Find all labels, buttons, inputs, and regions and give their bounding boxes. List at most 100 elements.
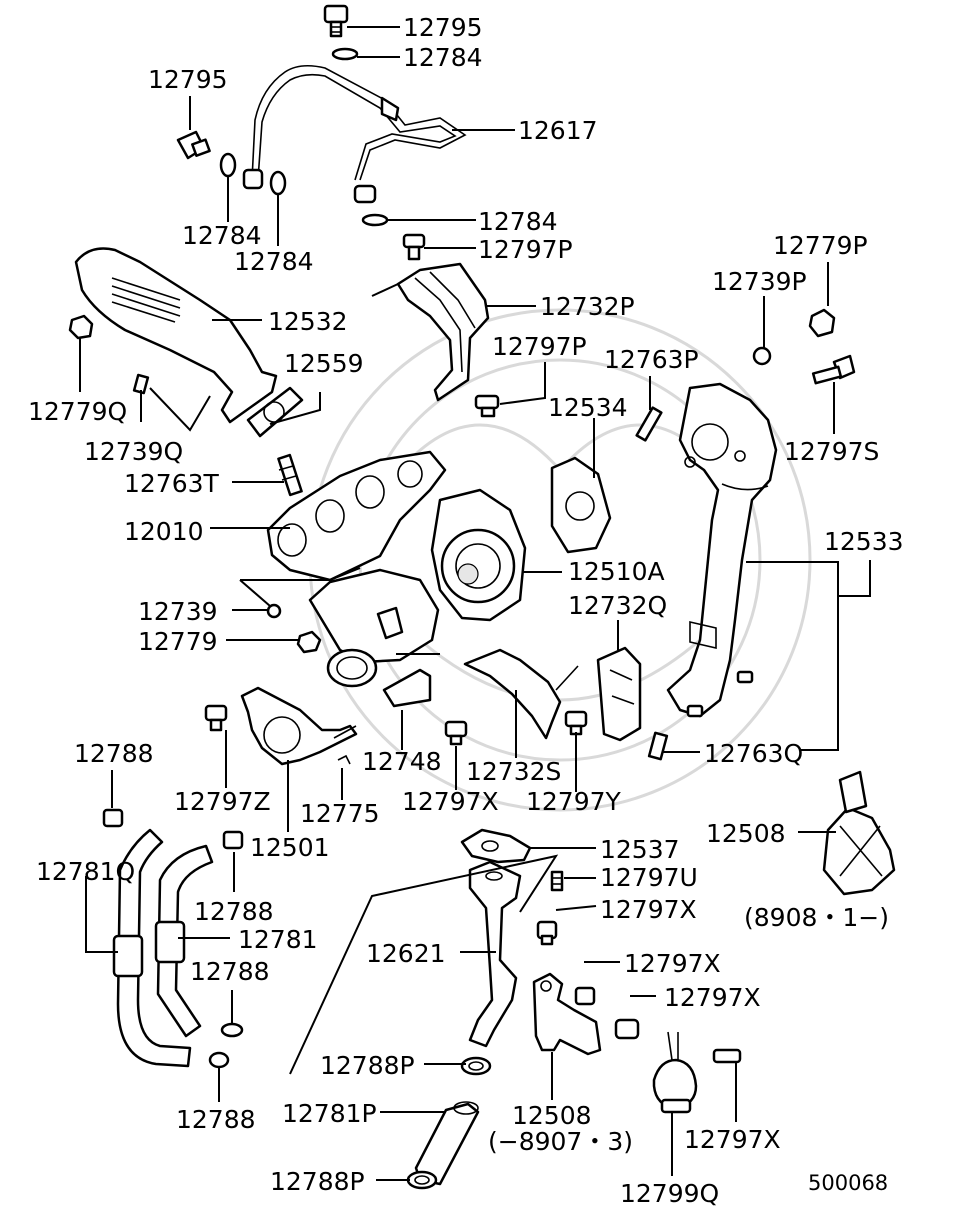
- label-12763P: 12763P: [604, 345, 699, 374]
- label-12621: 12621: [366, 939, 446, 968]
- oil-feed-pipe-12617: [242, 64, 467, 204]
- label-12797Y: 12797Y: [526, 787, 622, 816]
- hose-clamp-12788-a: [102, 808, 124, 828]
- heat-protector-12508-top: [822, 770, 896, 896]
- wastegate-actuator-12501: [240, 686, 358, 766]
- washer-12739P: [752, 346, 772, 366]
- label-12508-top: 12508: [706, 819, 786, 848]
- label-12797X-a: 12797X: [402, 787, 499, 816]
- washer-12784-b: [269, 170, 287, 196]
- label-12732S: 12732S: [466, 757, 561, 786]
- label-12537: 12537: [600, 835, 680, 864]
- hose-clamp-12788-c: [220, 1022, 244, 1038]
- label-12501: 12501: [250, 833, 330, 862]
- label-12788-a: 12788: [74, 739, 154, 768]
- label-12797S: 12797S: [784, 437, 879, 466]
- bracket-12508-bottom: [532, 972, 602, 1056]
- label-12010: 12010: [124, 517, 204, 546]
- label-12788P-a: 12788P: [320, 1051, 415, 1080]
- label-12732Q: 12732Q: [568, 591, 667, 620]
- label-12739Q: 12739Q: [84, 437, 183, 466]
- part-labels: 12795 12784 12795 12617 12784 12784 1278…: [28, 13, 904, 1208]
- label-12534: 12534: [548, 393, 628, 422]
- label-12748: 12748: [362, 747, 442, 776]
- washer-12784-a: [219, 152, 237, 178]
- water-hose-12781Q: [112, 828, 192, 1068]
- diagram-reference-number: 500068: [808, 1171, 888, 1195]
- label-12799Q: 12799Q: [620, 1179, 719, 1208]
- label-12788-b: 12788: [194, 897, 274, 926]
- heat-shield-12732P: [396, 262, 490, 402]
- bolt-12797P-b: [474, 394, 500, 418]
- nut-12779P: [808, 308, 836, 338]
- intake-pipe-12532: [74, 247, 278, 424]
- bracket-12748: [382, 668, 432, 708]
- bolt-12797X-e: [712, 1048, 742, 1064]
- hose-clamp-12788-d: [208, 1051, 230, 1069]
- bolt-12797U: [550, 870, 564, 892]
- label-12788P-b: 12788P: [270, 1167, 365, 1196]
- gasket-12534: [550, 456, 612, 554]
- label-12784-a: 12784: [182, 221, 262, 250]
- label-12532: 12532: [268, 307, 348, 336]
- bolt-12797S: [811, 354, 856, 385]
- exhaust-manifold-12010: [266, 450, 447, 582]
- banjo-bolt-12795-left: [176, 130, 211, 160]
- bolt-12797X-d: [614, 1018, 640, 1040]
- bolt-12797-downpipe: [686, 670, 754, 718]
- bolt-12797Z: [204, 704, 228, 732]
- label-12797X-b: 12797X: [600, 895, 697, 924]
- hose-clamp-12788-b: [222, 830, 244, 850]
- clip-12775: [337, 754, 351, 765]
- label-12781Q: 12781Q: [36, 857, 135, 886]
- label-12797X-e: 12797X: [684, 1125, 781, 1154]
- label-12781P: 12781P: [282, 1099, 377, 1128]
- label-12788-c: 12788: [190, 957, 270, 986]
- label-12795-top: 12795: [403, 13, 483, 42]
- label-12739P: 12739P: [712, 267, 807, 296]
- stud-12739Q: [132, 373, 150, 395]
- label-12797P-a: 12797P: [478, 235, 573, 264]
- stud-12763P: [635, 406, 663, 442]
- leader-lines: [79, 26, 871, 1181]
- hose-12781P: [414, 1101, 480, 1186]
- label-12617: 12617: [518, 116, 598, 145]
- label-12797X-d: 12797X: [664, 983, 761, 1012]
- band-clamp-12799Q: [652, 1031, 698, 1114]
- hose-clamp-12788P-b: [406, 1170, 438, 1190]
- label-12508-bottom: 12508: [512, 1101, 592, 1130]
- label-12784-top: 12784: [403, 43, 483, 72]
- label-12784-c: 12784: [478, 207, 558, 236]
- label-12788-d: 12788: [176, 1105, 256, 1134]
- nut-12779: [296, 630, 322, 654]
- label-12763T: 12763T: [124, 469, 220, 498]
- label-12732P: 12732P: [540, 292, 635, 321]
- water-hose-12781: [154, 844, 214, 1038]
- label-12510A: 12510A: [568, 557, 665, 586]
- bolt-12797X-c: [574, 986, 596, 1006]
- oil-return-pipe-12621: [468, 860, 522, 1048]
- heat-shield-plate-12732Q: [596, 646, 642, 742]
- label-8907: (−8907・3): [488, 1127, 633, 1156]
- label-12797X-c: 12797X: [624, 949, 721, 978]
- bolt-12797Y: [564, 710, 588, 736]
- gasket-12537: [460, 828, 532, 864]
- stud-12739: [266, 603, 282, 619]
- label-12797P-b: 12797P: [492, 332, 587, 361]
- label-12779: 12779: [138, 627, 218, 656]
- stud-12763T: [277, 453, 303, 497]
- label-12739: 12739: [138, 597, 218, 626]
- heat-shield-12732S: [463, 648, 579, 740]
- bolt-12797X-a: [444, 720, 468, 746]
- washer-12784-top: [331, 47, 359, 61]
- label-12797U: 12797U: [600, 863, 698, 892]
- gasket-12559: [246, 386, 304, 438]
- label-12533: 12533: [824, 527, 904, 556]
- washer-12784-c: [361, 213, 389, 227]
- label-12781: 12781: [238, 925, 318, 954]
- bolt-12797P-a: [402, 233, 426, 261]
- label-12559: 12559: [284, 349, 364, 378]
- bolt-12797X-b: [536, 920, 558, 946]
- label-12779Q: 12779Q: [28, 397, 127, 426]
